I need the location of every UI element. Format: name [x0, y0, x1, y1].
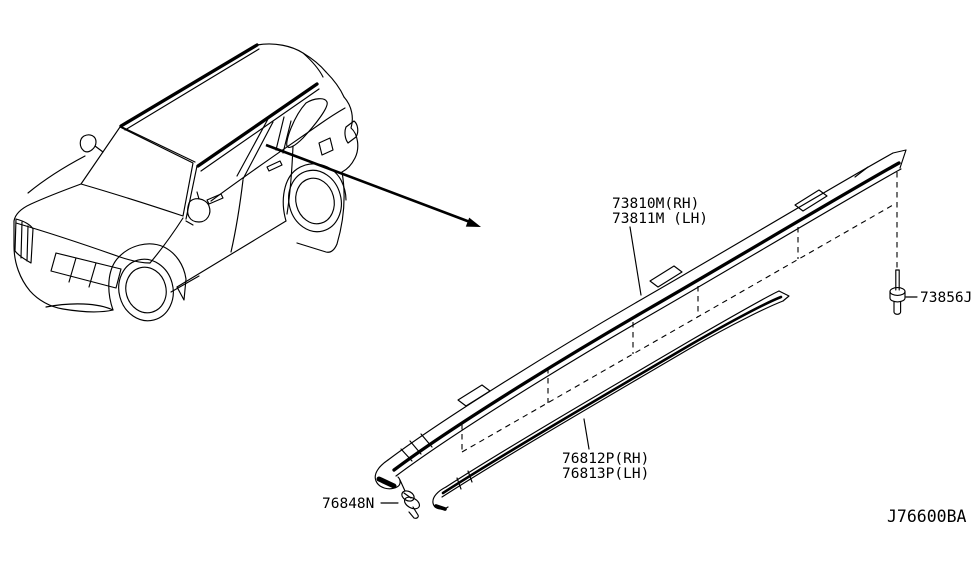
side-molding-bottom-outline — [441, 300, 784, 498]
roof-molding-front-foot — [376, 476, 397, 489]
b-pillar — [236, 118, 274, 180]
side-molding-ticks — [456, 470, 473, 490]
roof-molding-top-outline — [387, 152, 894, 461]
roof-molding-clip-slot-3 — [794, 189, 828, 212]
roof-molding-rear-tip — [892, 149, 907, 169]
near-roof-rail-line — [196, 82, 319, 168]
roof-molding-part — [374, 149, 907, 490]
side-molding-part — [432, 290, 790, 511]
headlight — [50, 252, 122, 289]
callout-side-molding-lh: 76813P(LH) — [562, 466, 649, 482]
rear-door-handle — [266, 160, 283, 172]
front-wheel-icon — [118, 258, 174, 322]
arrowhead — [465, 217, 481, 227]
side-molding-rear-tip — [778, 290, 790, 302]
rear-wheel-icon — [288, 169, 342, 233]
side-molding-edge — [441, 295, 783, 495]
hood-far-edge — [13, 183, 114, 313]
front-wheel-arch — [108, 243, 187, 311]
near-mirror-icon — [185, 191, 211, 226]
hood-crease — [15, 222, 151, 264]
roof-molding-rear-tick — [854, 166, 869, 178]
side-molding-top-outline — [445, 290, 780, 488]
fuel-door — [318, 137, 334, 156]
roof-molding-bottom-outline — [395, 168, 902, 477]
bumper-crease — [45, 303, 114, 311]
clip-icon — [889, 269, 906, 315]
front-fender-line — [149, 217, 184, 264]
roof-front-edge — [119, 125, 196, 163]
quarter-window — [286, 98, 328, 148]
roof-molding-clip-slot-2 — [649, 265, 683, 288]
grille — [14, 218, 34, 264]
roof-rear-edge — [256, 43, 327, 73]
leader-roof-molding — [629, 226, 642, 296]
taillight — [344, 120, 359, 144]
callout-screw: 76848N — [322, 496, 374, 512]
far-mirror-icon — [79, 134, 104, 153]
side-molding-front-foot — [434, 504, 447, 511]
front-door-cut — [230, 179, 244, 253]
roof-molding-tip-ticks — [400, 433, 433, 462]
callout-roof-molding-lh: 73811M (LH) — [612, 211, 708, 227]
windshield — [80, 126, 194, 217]
roof-molding-front-tip — [374, 459, 401, 490]
hidden-edge-dashed-lines — [461, 172, 898, 453]
c-pillar — [275, 116, 292, 154]
rear-body-edge — [296, 96, 359, 253]
far-roof-rail-line — [119, 43, 259, 128]
callout-roof-molding-rh: 73810M(RH) — [612, 196, 699, 212]
vehicle-illustration — [13, 43, 359, 322]
screw-connector-line — [399, 479, 406, 492]
rocker-line — [176, 220, 287, 288]
far-roof-rail-inner-line — [124, 48, 260, 131]
roof-molding-clip-slot-1 — [457, 384, 491, 407]
rear-pillar-edge — [325, 71, 345, 98]
direction-arrow — [265, 143, 481, 227]
callout-side-molding-rh: 76812P(RH) — [562, 451, 649, 467]
far-body-top-edge — [27, 155, 86, 194]
front-door-handle — [206, 193, 224, 205]
spoiler-lip — [302, 52, 324, 78]
leader-side-molding — [583, 418, 590, 450]
screw-icon — [399, 479, 421, 519]
near-roof-rail-outline — [200, 88, 320, 172]
beltline — [210, 107, 346, 202]
leader-lines — [380, 226, 918, 504]
roof-molding-edge — [392, 161, 901, 472]
rear-door-cut — [286, 145, 294, 215]
hidden-bottom-edge — [461, 204, 894, 453]
diagram-code: J76600BA — [887, 507, 967, 526]
callout-clip: 73856J — [920, 290, 972, 306]
